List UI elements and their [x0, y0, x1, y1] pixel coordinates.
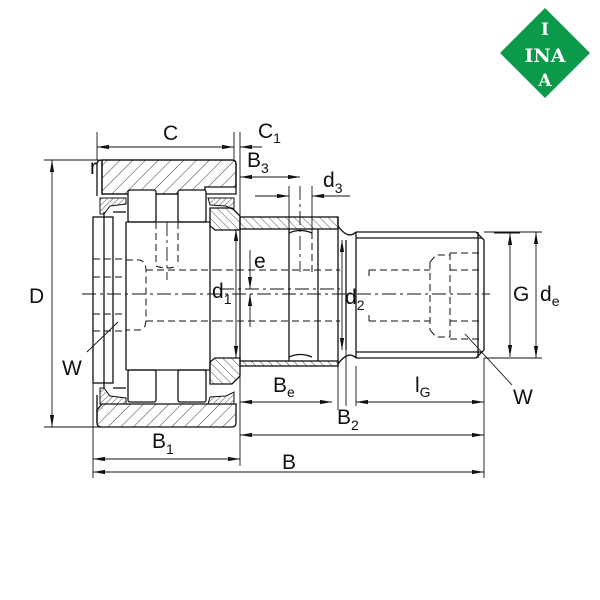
label-d2: d2: [345, 286, 365, 313]
label-d1: d1: [212, 280, 232, 307]
roller-top-right: [177, 189, 207, 223]
seals: [99, 197, 235, 405]
label-B1: B1: [152, 430, 174, 457]
logo-diamond: [500, 8, 590, 98]
label-e: e: [254, 250, 266, 273]
logo-letter-bottom: A: [537, 71, 552, 91]
label-B: B: [282, 451, 296, 474]
label-lG: lG: [415, 374, 431, 400]
label-r: r: [90, 156, 97, 179]
label-W-right: W: [513, 386, 533, 409]
dimension-lines: [44, 132, 542, 478]
roller-top-left: [127, 189, 157, 223]
stud-shaft: [239, 217, 485, 366]
roller-bottom-right: [177, 369, 207, 403]
stud-head: [92, 211, 211, 389]
label-Be: Be: [273, 374, 295, 400]
ina-logo: I INA A: [500, 8, 590, 98]
label-d3: d3: [323, 169, 343, 196]
outer-ring: [96, 159, 237, 428]
logo-letter-top: I: [541, 20, 549, 40]
roller-bottom-left: [127, 369, 157, 403]
label-C1: C1: [258, 120, 281, 146]
label-de: de: [540, 283, 560, 309]
center-line: [82, 186, 490, 295]
logo-letters-middle: INA: [525, 45, 566, 67]
dimension-labels: C C1 B3 d3 r D e d1 d2 G de W W Be lG B2…: [29, 120, 560, 474]
label-B3: B3: [247, 149, 269, 176]
hidden-lines: [93, 222, 482, 340]
label-C: C: [163, 122, 178, 145]
label-W-left: W: [62, 357, 82, 380]
label-D: D: [29, 285, 44, 308]
label-B2: B2: [337, 406, 359, 433]
label-G: G: [513, 283, 529, 306]
